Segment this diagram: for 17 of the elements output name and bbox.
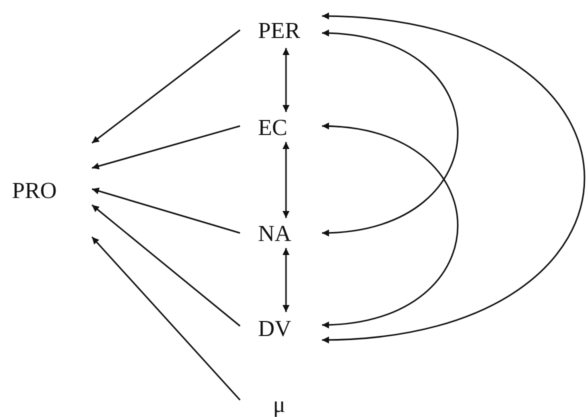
arrow: [282, 48, 290, 112]
arrow: [92, 29, 240, 144]
arrow: [282, 142, 290, 218]
arrow: [92, 125, 240, 170]
arrow: [92, 204, 240, 327]
arrow: [91, 236, 241, 400]
variable-label: NA: [258, 222, 292, 244]
arrow: [282, 248, 290, 312]
variable-label: PER: [258, 18, 300, 42]
variable-label: μ: [273, 392, 286, 416]
arrow: [322, 13, 585, 343]
variable-label: PRO: [12, 178, 57, 202]
arrow: [322, 123, 458, 328]
arrow: [92, 188, 240, 234]
variable-label: DV: [258, 316, 292, 340]
arrow: [322, 30, 458, 236]
variable-label: EC: [258, 116, 288, 138]
